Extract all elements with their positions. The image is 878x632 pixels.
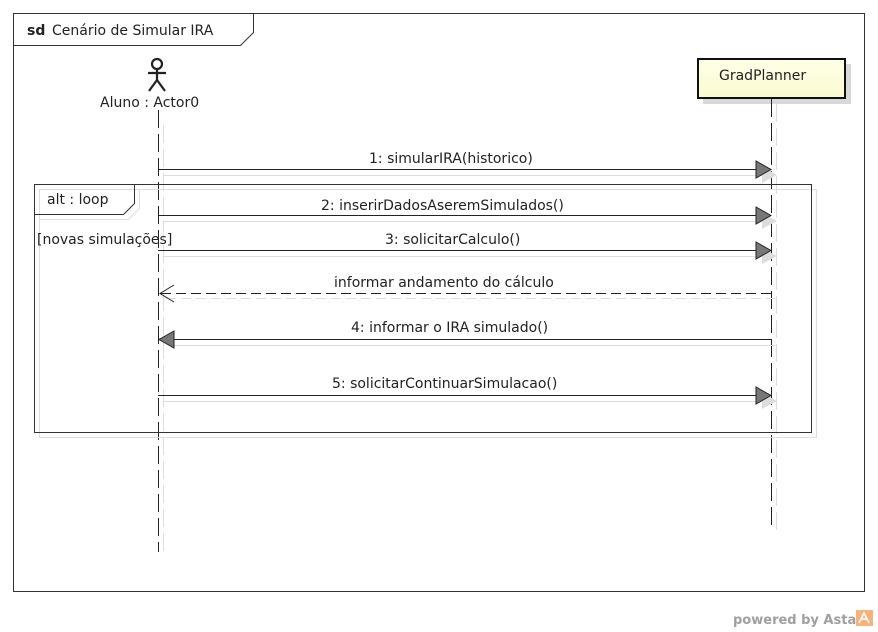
message-label: 1: simularIRA(historico) (369, 151, 533, 167)
arrowhead-icon (157, 330, 175, 349)
fragment-guard: [novas simulações] (37, 232, 172, 248)
arrowhead-icon (755, 386, 773, 405)
astah-logo-icon (856, 610, 873, 626)
diagram-frame: sd Cenário de Simular IRA (13, 13, 865, 592)
message-4[interactable]: 4: informar o IRA simulado() (157, 320, 776, 349)
arrowhead-icon (755, 160, 773, 179)
combined-fragment[interactable]: alt : loop [novas simulações] (34, 184, 817, 438)
message-return[interactable]: informar andamento do cálculo (159, 275, 776, 303)
arrowhead-icon (755, 241, 773, 260)
fragment-operator: alt : loop (47, 192, 109, 208)
message-label: 5: solicitarContinuarSimulacao() (332, 376, 557, 392)
message-label: 4: informar o IRA simulado() (351, 320, 548, 336)
frame-keyword: sd (27, 23, 45, 39)
arrowhead-icon (755, 206, 773, 225)
stick-figure-icon (148, 57, 166, 92)
footer-text: powered by Astah (733, 613, 865, 628)
message-2[interactable]: 2: inserirDadosAseremSimulados() (158, 198, 777, 229)
message-3[interactable]: 3: solicitarCalculo() (158, 232, 777, 264)
message-label: informar andamento do cálculo (334, 275, 554, 291)
open-arrowhead-icon (159, 284, 175, 303)
powered-by-footer: powered by Astah (733, 610, 873, 628)
actor-aluno[interactable]: Aluno : Actor0 (100, 57, 199, 111)
actor-label: Aluno : Actor0 (100, 95, 199, 111)
message-5[interactable]: 5: solicitarContinuarSimulacao() (158, 376, 777, 409)
message-1[interactable]: 1: simularIRA(historico) (158, 151, 777, 183)
lifeline-gradplanner[interactable]: GradPlanner (697, 58, 851, 104)
message-label: 3: solicitarCalculo() (385, 232, 520, 248)
frame-title: Cenário de Simular IRA (52, 23, 214, 39)
message-label: 2: inserirDadosAseremSimulados() (321, 198, 564, 214)
lifeline-label: GradPlanner (719, 68, 806, 84)
